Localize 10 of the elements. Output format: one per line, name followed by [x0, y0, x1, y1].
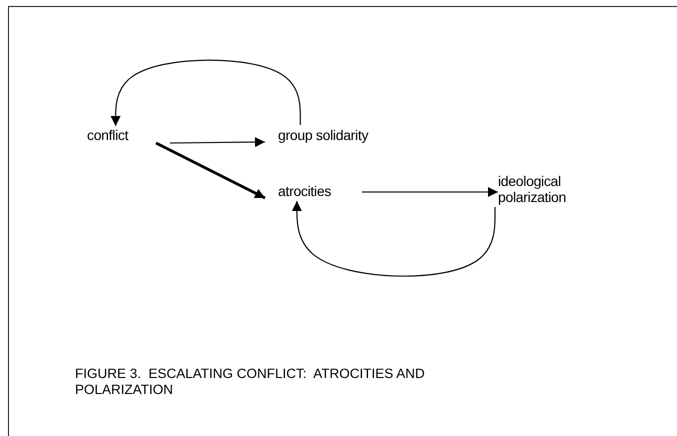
arrow [110, 60, 301, 126]
arrow [362, 187, 498, 197]
figure-caption: FIGURE 3. ESCALATING CONFLICT: ATROCITIES AND POLARIZATION [75, 366, 426, 398]
node-label: atrocities [278, 183, 348, 199]
arrow [292, 201, 496, 277]
node-label: group solidarity [278, 127, 402, 143]
arrow [155, 142, 266, 200]
node-label: conflict [87, 127, 139, 143]
arrow [170, 137, 265, 148]
node-label: ideological polarization [498, 173, 590, 205]
